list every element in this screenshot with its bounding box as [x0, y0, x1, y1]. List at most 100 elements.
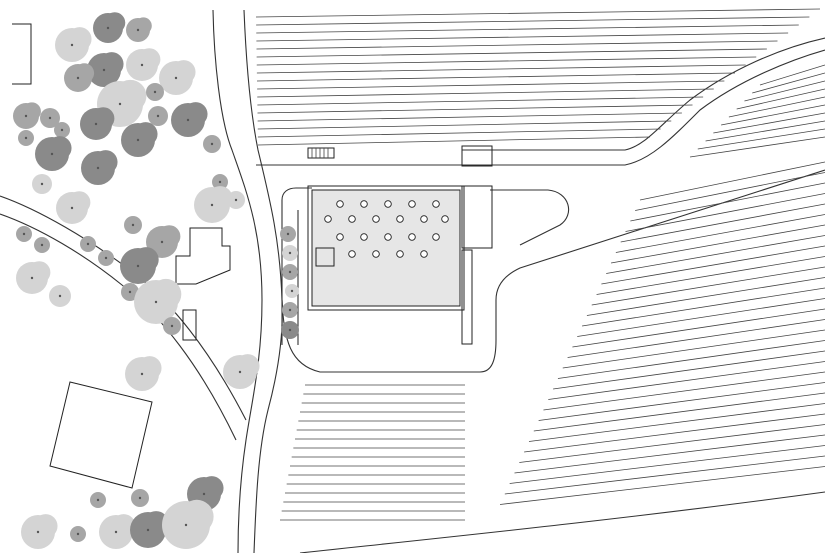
vine-row [586, 277, 825, 316]
column-marker [384, 200, 392, 208]
tree-trunk-dot [186, 118, 190, 122]
tree-trunk-dot [114, 530, 118, 534]
vine-row [562, 329, 825, 369]
vine-row [606, 235, 825, 274]
tree-canopy [150, 278, 182, 310]
tree-trunk-dot [146, 528, 150, 532]
vine-row [519, 424, 825, 463]
column-marker [372, 215, 380, 223]
tree-canopy [137, 356, 162, 380]
tree-trunk-dot [156, 114, 160, 118]
tree-trunk-dot [174, 76, 178, 80]
house [175, 227, 231, 285]
vineyard-field-northeast [689, 64, 825, 158]
inner-square [315, 247, 335, 267]
tree-canopy [28, 261, 51, 284]
tree-trunk-dot [106, 26, 110, 30]
vine-row [543, 371, 825, 411]
main-building-outline [307, 185, 465, 311]
vine-row [533, 392, 825, 432]
vine-row [697, 128, 825, 150]
vine-row [257, 136, 651, 146]
north-shelter [461, 145, 493, 167]
tree-trunk-dot [58, 294, 62, 298]
tree-trunk-dot [22, 232, 26, 236]
column-marker [336, 200, 344, 208]
tree-trunk-dot [86, 242, 90, 246]
vine-row [615, 214, 825, 253]
vineyard-field-north [255, 8, 821, 146]
vine-row [256, 56, 757, 66]
main-road-west-edge [212, 9, 263, 553]
tree-trunk-dot [36, 530, 40, 534]
vine-row [601, 245, 825, 285]
access-road [281, 169, 825, 373]
trees [13, 12, 299, 549]
vine-row [553, 350, 825, 390]
column-marker [324, 215, 332, 223]
tree-trunk-dot [286, 232, 290, 236]
vine-row [736, 88, 825, 110]
small-buildings [12, 23, 493, 489]
vine-row [596, 256, 825, 295]
tree-trunk-dot [128, 290, 132, 294]
vine-row [504, 455, 825, 495]
tree-canopy [143, 511, 169, 537]
vine-row [721, 104, 825, 126]
tree-canopy [99, 52, 124, 76]
road-network [0, 9, 825, 553]
tree-trunk-dot [94, 122, 98, 126]
tree-canopy [133, 122, 158, 146]
tree-canopy [22, 102, 41, 121]
tree-trunk-dot [184, 523, 188, 527]
vineyard-field-east [499, 161, 825, 505]
tree-trunk-dot [96, 166, 100, 170]
tree-canopy [207, 186, 233, 212]
vine-row [567, 319, 825, 358]
tree-canopy [135, 17, 152, 35]
vine-row [257, 96, 704, 106]
vine-row [257, 104, 693, 114]
vine-row [257, 80, 725, 90]
tree-trunk-dot [40, 243, 44, 247]
vine-row [625, 193, 825, 232]
vine-row [499, 466, 825, 505]
column-marker [372, 250, 380, 258]
tree-trunk-dot [76, 532, 80, 536]
column-marker [384, 233, 392, 241]
tree-trunk-dot [290, 289, 294, 293]
main-building [307, 185, 465, 311]
tree-trunk-dot [118, 102, 122, 106]
tree-trunk-dot [138, 496, 142, 500]
vine-row [705, 120, 825, 142]
tree-trunk-dot [40, 182, 44, 186]
column-marker [396, 250, 404, 258]
tree-canopy [133, 247, 159, 273]
square-pavilion [49, 381, 153, 489]
tree-trunk-dot [24, 136, 28, 140]
tree-canopy [180, 499, 214, 534]
main-hall [311, 189, 461, 307]
tree-trunk-dot [76, 76, 80, 80]
column-marker [360, 233, 368, 241]
tree-trunk-dot [153, 90, 157, 94]
tree-trunk-dot [170, 324, 174, 328]
tree-trunk-dot [160, 240, 164, 244]
tree-canopy [158, 225, 181, 248]
column-marker [348, 250, 356, 258]
vine-row [256, 16, 810, 26]
column-marker [408, 200, 416, 208]
tree-canopy [183, 102, 208, 126]
tree-canopy [93, 150, 118, 174]
vine-row [255, 8, 821, 18]
vine-row [256, 48, 767, 58]
tree-trunk-dot [48, 116, 52, 120]
shed [182, 309, 197, 341]
tree-canopy [68, 191, 91, 214]
column-marker [441, 215, 449, 223]
vine-row [582, 287, 825, 327]
tree-canopy [171, 60, 196, 84]
vine-row [257, 88, 714, 98]
tree-trunk-dot [288, 270, 292, 274]
tree-trunk-dot [140, 372, 144, 376]
